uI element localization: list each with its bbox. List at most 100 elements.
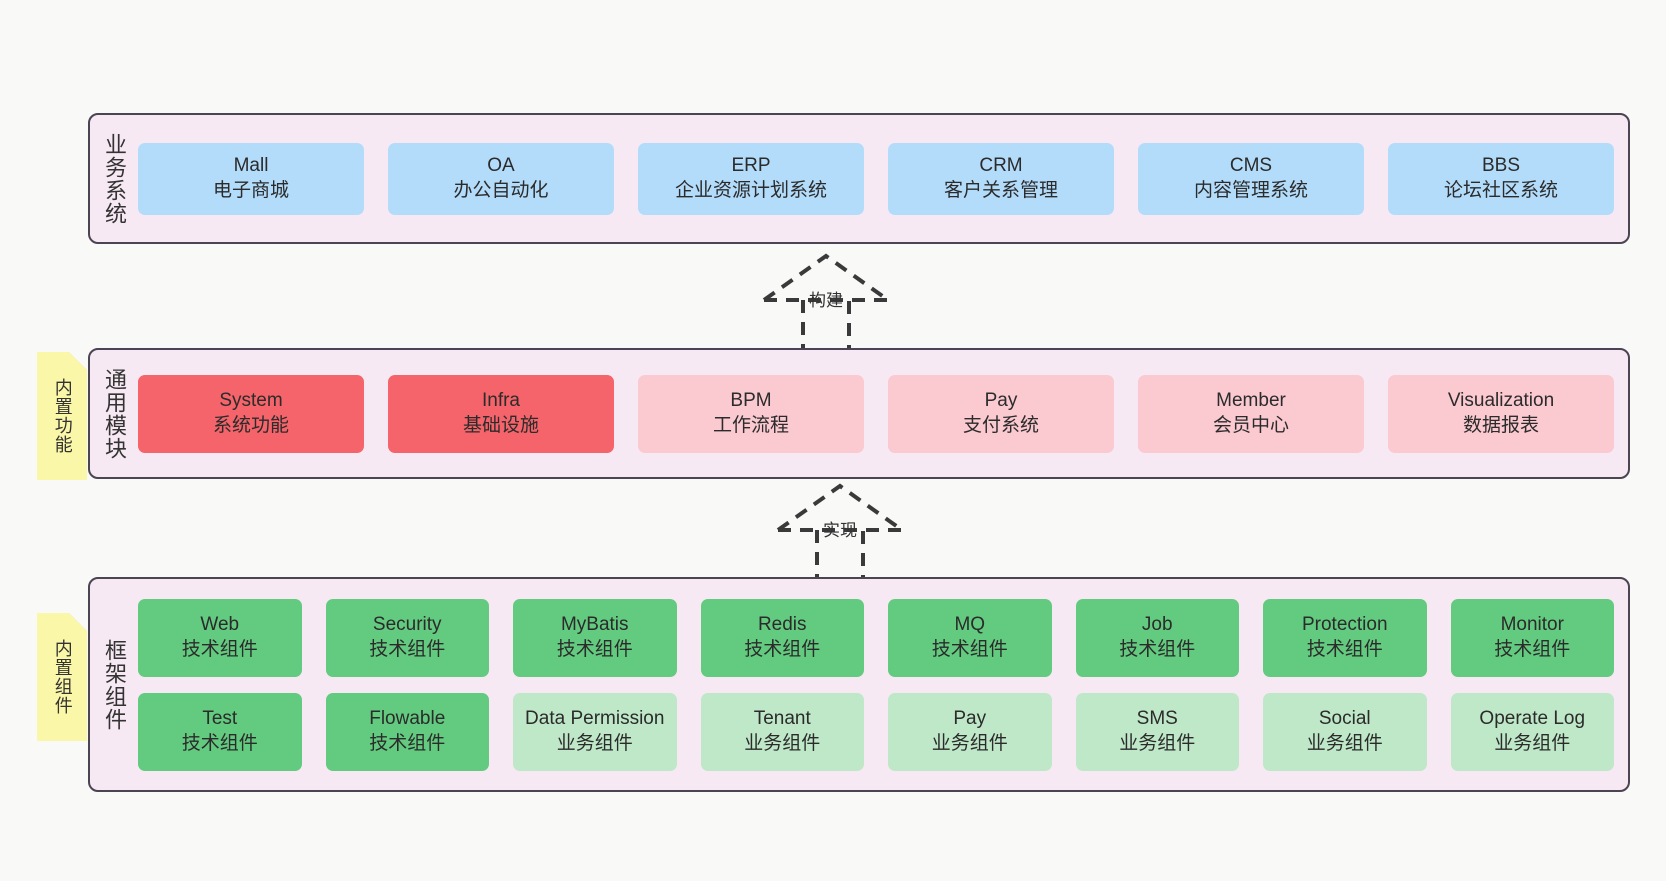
node-flowable[interactable]: Flowable 技术组件: [325, 692, 489, 771]
node-system[interactable]: System 系统功能: [138, 374, 364, 453]
node-row: System 系统功能 Infra 基础设施 BPM 工作流程 Pay 支付系统…: [138, 374, 1614, 453]
node-row: Test 技术组件 Flowable 技术组件 Data Permission …: [138, 692, 1614, 771]
layer-title-framework-components: 框架组件: [101, 638, 127, 731]
node-title: Pay: [984, 390, 1018, 412]
node-title: MQ: [954, 614, 986, 636]
node-mybatis[interactable]: MyBatis 技术组件: [513, 598, 677, 677]
node-title: Visualization: [1447, 390, 1555, 412]
node-title: Member: [1216, 390, 1286, 412]
node-title: Infra: [481, 390, 521, 412]
node-subtitle: 技术组件: [556, 638, 633, 660]
node-title: MyBatis: [560, 614, 629, 636]
node-subtitle: 企业资源计划系统: [674, 179, 827, 201]
layer-title-business-system: 业务系统: [101, 132, 127, 225]
node-title: Data Permission: [525, 708, 665, 730]
node-title: SMS: [1136, 708, 1178, 730]
node-title: Test: [202, 708, 238, 730]
node-protection[interactable]: Protection 技术组件: [1263, 598, 1427, 677]
node-subtitle: 办公自动化: [453, 179, 549, 201]
connector-build: 构建: [746, 248, 906, 354]
node-redis[interactable]: Redis 技术组件: [700, 598, 864, 677]
node-title: Redis: [757, 614, 807, 636]
layer-common-modules: 通用模块 System 系统功能 Infra 基础设施 BPM 工作流程 Pay…: [88, 348, 1630, 479]
node-title: Security: [372, 614, 442, 636]
node-social[interactable]: Social 业务组件: [1263, 692, 1427, 771]
node-title: BPM: [730, 390, 772, 412]
node-title: BBS: [1481, 155, 1521, 177]
node-pay[interactable]: Pay 支付系统: [888, 374, 1114, 453]
node-bbs[interactable]: BBS 论坛社区系统: [1388, 142, 1614, 215]
node-title: CRM: [979, 155, 1023, 177]
node-subtitle: 技术组件: [181, 638, 258, 660]
node-title: Pay: [953, 708, 987, 730]
node-title: Tenant: [753, 708, 811, 730]
node-subtitle: 工作流程: [712, 414, 789, 436]
layer-body-framework-components: Web 技术组件 Security 技术组件 MyBatis 技术组件 Redi…: [134, 579, 1628, 790]
node-title: OA: [487, 155, 515, 177]
node-mq[interactable]: MQ 技术组件: [888, 598, 1052, 677]
node-monitor[interactable]: Monitor 技术组件: [1450, 598, 1614, 677]
node-title: CMS: [1229, 155, 1273, 177]
node-web[interactable]: Web 技术组件: [138, 598, 302, 677]
layer-title-common-modules: 通用模块: [101, 367, 127, 460]
node-subtitle: 技术组件: [931, 638, 1008, 660]
note-builtin-components: 内置组件: [37, 613, 87, 741]
node-subtitle: 技术组件: [744, 638, 821, 660]
node-subtitle: 业务组件: [1494, 732, 1571, 754]
node-subtitle: 会员中心: [1212, 414, 1289, 436]
layer-framework-components: 框架组件 Web 技术组件 Security 技术组件 MyBatis 技术组件…: [88, 577, 1630, 792]
dashed-arrow-up-icon: [762, 253, 890, 352]
note-label: 内置功能: [52, 378, 73, 454]
node-title: Mall: [233, 155, 269, 177]
node-test[interactable]: Test 技术组件: [138, 692, 302, 771]
node-subtitle: 业务组件: [556, 732, 633, 754]
node-title: Operate Log: [1479, 708, 1586, 730]
connector-realize: 实现: [760, 478, 920, 584]
node-title: Monitor: [1500, 614, 1564, 636]
node-erp[interactable]: ERP 企业资源计划系统: [638, 142, 864, 215]
node-mall[interactable]: Mall 电子商城: [138, 142, 364, 215]
node-title: Job: [1141, 614, 1173, 636]
node-subtitle: 技术组件: [369, 638, 446, 660]
node-bpm[interactable]: BPM 工作流程: [638, 374, 864, 453]
node-cms[interactable]: CMS 内容管理系统: [1138, 142, 1364, 215]
node-member[interactable]: Member 会员中心: [1138, 374, 1364, 453]
node-title: Social: [1318, 708, 1371, 730]
node-title: Web: [200, 614, 240, 636]
node-row: Mall 电子商城 OA 办公自动化 ERP 企业资源计划系统 CRM 客户关系…: [138, 142, 1614, 215]
node-subtitle: 支付系统: [962, 414, 1039, 436]
node-subtitle: 技术组件: [1119, 638, 1196, 660]
node-security[interactable]: Security 技术组件: [325, 598, 489, 677]
node-title: ERP: [731, 155, 771, 177]
node-subtitle: 基础设施: [462, 414, 539, 436]
node-title: System: [219, 390, 283, 412]
node-visualization[interactable]: Visualization 数据报表: [1388, 374, 1614, 453]
node-infra[interactable]: Infra 基础设施: [388, 374, 614, 453]
node-job[interactable]: Job 技术组件: [1075, 598, 1239, 677]
node-operate-log[interactable]: Operate Log 业务组件: [1450, 692, 1614, 771]
dashed-arrow-up-icon: [776, 483, 904, 582]
node-subtitle: 电子商城: [212, 179, 289, 201]
node-row: Web 技术组件 Security 技术组件 MyBatis 技术组件 Redi…: [138, 598, 1614, 677]
node-subtitle: 业务组件: [931, 732, 1008, 754]
node-subtitle: 技术组件: [369, 732, 446, 754]
node-subtitle: 内容管理系统: [1193, 179, 1308, 201]
node-crm[interactable]: CRM 客户关系管理: [888, 142, 1114, 215]
node-subtitle: 数据报表: [1462, 414, 1539, 436]
node-data-permission[interactable]: Data Permission 业务组件: [513, 692, 677, 771]
note-builtin-features: 内置功能: [37, 352, 87, 480]
node-sms[interactable]: SMS 业务组件: [1075, 692, 1239, 771]
node-oa[interactable]: OA 办公自动化: [388, 142, 614, 215]
node-title: Flowable: [369, 708, 446, 730]
node-subtitle: 业务组件: [1119, 732, 1196, 754]
node-subtitle: 客户关系管理: [943, 179, 1058, 201]
node-subtitle: 技术组件: [1494, 638, 1571, 660]
node-subtitle: 业务组件: [1306, 732, 1383, 754]
note-label: 内置组件: [52, 639, 73, 715]
node-subtitle: 系统功能: [212, 414, 289, 436]
node-subtitle: 论坛社区系统: [1443, 179, 1558, 201]
node-pay-business[interactable]: Pay 业务组件: [888, 692, 1052, 771]
node-tenant[interactable]: Tenant 业务组件: [700, 692, 864, 771]
node-title: Protection: [1301, 614, 1388, 636]
